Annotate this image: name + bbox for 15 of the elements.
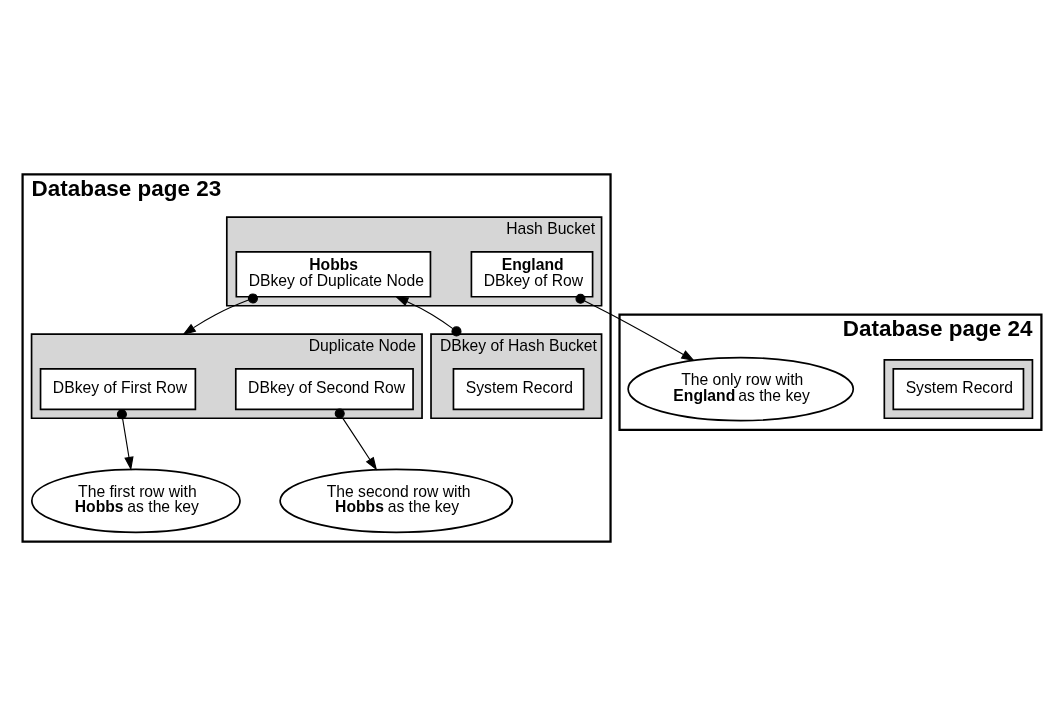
node-box: England DBkey of Row	[470, 251, 594, 298]
arrow	[182, 293, 258, 336]
node-ellipse: The second row with Hobbs as the key	[279, 468, 514, 534]
arrow	[394, 296, 462, 337]
node-ellipse: The only row with England as the key	[627, 356, 855, 422]
arrow	[575, 293, 695, 362]
node-box: Hobbs DBkey of Duplicate Node	[235, 251, 432, 298]
cluster	[883, 359, 1034, 420]
node-box: DBkey of Second Row	[234, 368, 414, 411]
node-box: DBkey of First Row	[39, 368, 197, 411]
arrow	[116, 409, 134, 471]
node-box: System Record	[452, 368, 585, 411]
arrow	[334, 408, 378, 471]
node-box: System Record	[892, 368, 1025, 411]
node-ellipse: The first row with Hobbs as the key	[31, 468, 241, 534]
